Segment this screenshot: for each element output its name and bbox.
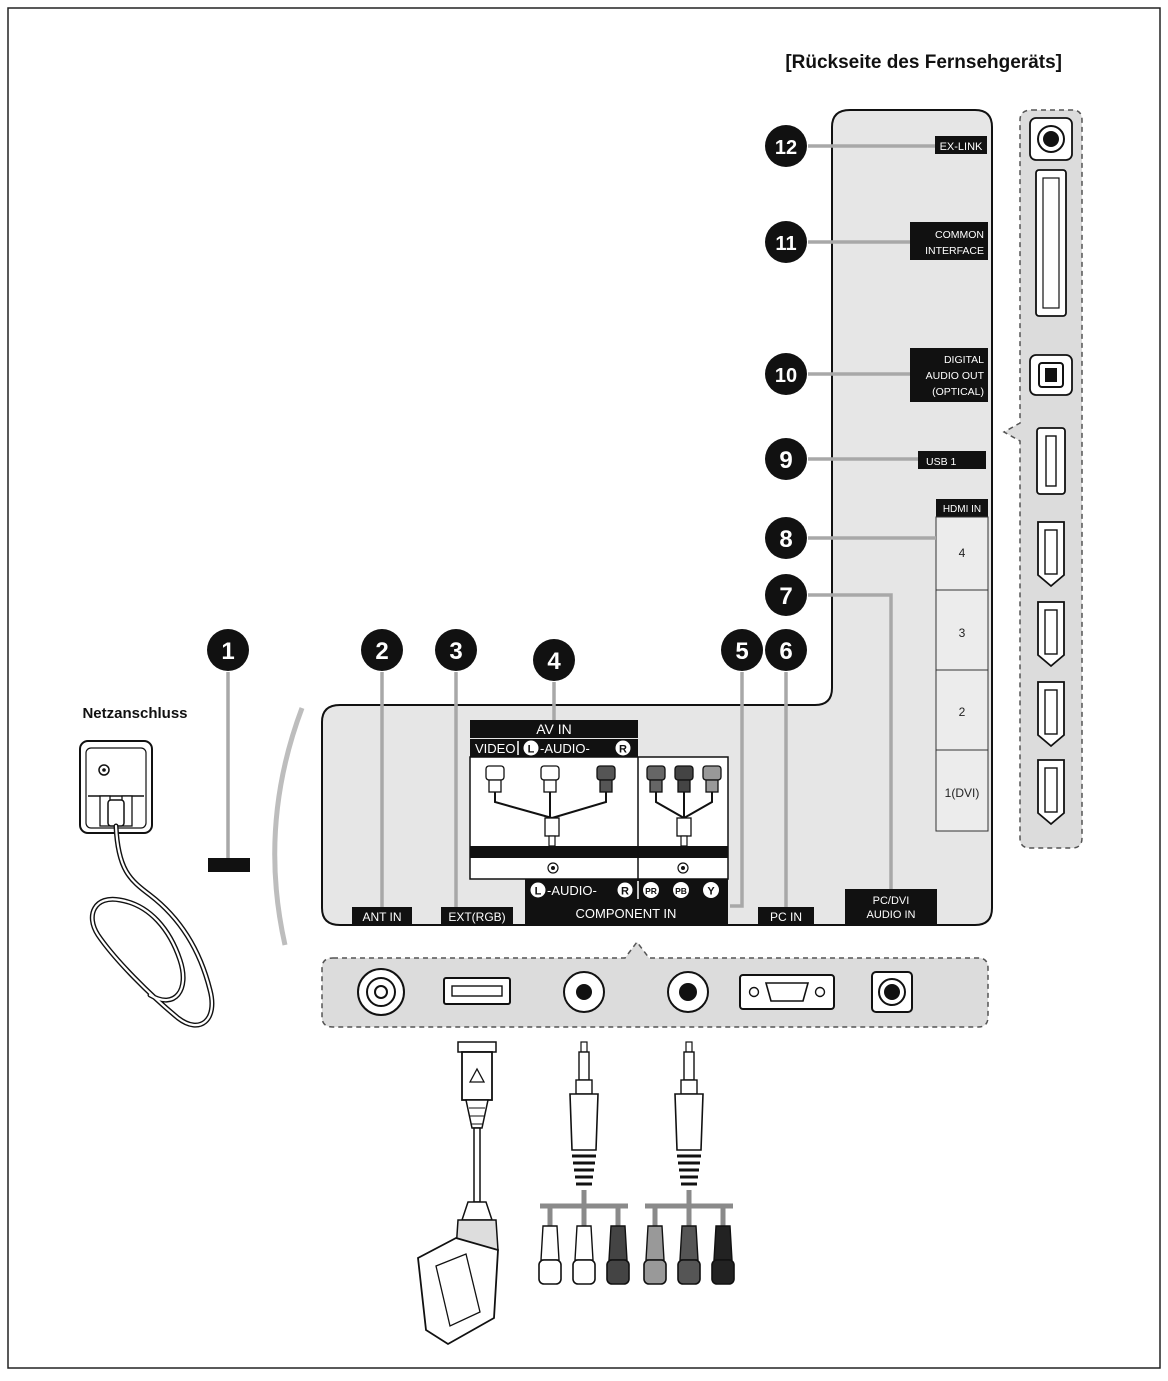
av-in-header-bg <box>470 720 638 738</box>
vga-port-icon <box>739 974 835 1010</box>
callout-8: 8 <box>765 517 807 559</box>
ant-in-label-bg <box>352 907 412 925</box>
usb-label: USB 1 <box>926 456 957 468</box>
callout-4-number: 4 <box>547 648 561 675</box>
ext-rgb-label: EXT(RGB) <box>448 910 505 924</box>
scart-cable-icon <box>417 1041 499 1346</box>
hdmi-header: HDMI IN <box>943 504 981 515</box>
hdmi-port-3-label: 3 <box>959 626 966 640</box>
common-interface-slot-icon <box>1035 169 1067 317</box>
digital-audio-label-line3: (OPTICAL) <box>932 386 984 398</box>
av-video-label: VIDEO <box>475 741 515 756</box>
callout-10: 10 <box>765 353 807 395</box>
hdmi-port-3-icon <box>1037 601 1065 668</box>
power-cord-marker <box>208 858 250 872</box>
callout-11: 11 <box>765 221 807 263</box>
common-interface-label-bg <box>910 222 988 260</box>
ex-link-label-bg <box>935 136 987 154</box>
ant-in-label: ANT IN <box>362 910 401 924</box>
callout-5-number: 5 <box>735 638 748 665</box>
pc-dvi-audio-label-line1: PC/DVI <box>873 895 910 907</box>
common-interface-label-line1: COMMON <box>935 229 984 241</box>
callout-8-number: 8 <box>779 526 792 553</box>
antenna-jack-icon <box>357 968 405 1016</box>
digital-audio-label-bg <box>910 348 988 402</box>
comp-pr-letter: PR <box>645 886 657 896</box>
hdmi-port-1-dvi-label: 1(DVI) <box>945 786 980 800</box>
component-in-label-bg <box>525 901 728 925</box>
hdmi-port-4-label: 4 <box>959 546 966 560</box>
callout-12-number: 12 <box>775 137 797 159</box>
av-in-header: AV IN <box>536 721 572 737</box>
callout-5: 5 <box>721 629 763 671</box>
callout-4: 4 <box>533 639 575 681</box>
callout-1-number: 1 <box>221 638 234 665</box>
callout-11-number: 11 <box>775 233 796 255</box>
power-label: Netzanschluss <box>82 705 187 722</box>
callout-1: 1 <box>207 629 249 671</box>
callout-9-number: 9 <box>779 447 792 474</box>
pc-in-label: PC IN <box>770 910 802 924</box>
power-socket-icon <box>79 740 153 834</box>
component-cable-icon <box>646 765 722 847</box>
audio-cable-2-icon <box>643 1041 735 1285</box>
audio-jack-1-icon <box>563 971 605 1013</box>
frame <box>7 7 1161 1369</box>
callout-10-number: 10 <box>775 365 797 387</box>
comp-y-letter: Y <box>707 886 715 898</box>
callout-3-number: 3 <box>449 638 462 665</box>
hdmi-port-group <box>935 516 989 832</box>
callout-2: 2 <box>361 629 403 671</box>
callout-6-number: 6 <box>779 638 792 665</box>
usb-label-bg <box>918 451 986 469</box>
hdmi-port-2-icon <box>1037 681 1065 748</box>
av-audio-label: -AUDIO- <box>540 741 590 756</box>
usb-port-icon <box>1036 427 1066 495</box>
pc-audio-jack-icon <box>871 971 913 1013</box>
comp-pb-letter: PB <box>675 886 687 896</box>
leader-lines <box>226 144 936 908</box>
callout-6: 6 <box>765 629 807 671</box>
audio-jack-2-icon <box>667 971 709 1013</box>
callout-3: 3 <box>435 629 477 671</box>
component-in-label: COMPONENT IN <box>576 906 677 921</box>
ex-link-label: EX-LINK <box>940 141 983 153</box>
optical-port-icon <box>1029 354 1073 396</box>
hdmi-port-2-label: 2 <box>959 705 966 719</box>
callout-9: 9 <box>765 438 807 480</box>
audio-cable-1-icon <box>538 1041 630 1285</box>
diagram-title: [Rückseite des Fernsehgeräts] <box>785 52 1062 73</box>
av-in-subheader-bg <box>470 739 638 757</box>
pc-dvi-audio-label-line2: AUDIO IN <box>867 909 916 921</box>
comp-audio-label: -AUDIO- <box>547 883 597 898</box>
common-interface-label-line2: INTERFACE <box>925 245 984 257</box>
power-cord-icon-inner <box>91 824 213 1027</box>
hdmi-header-bg <box>936 499 988 517</box>
callout-7: 7 <box>765 574 807 616</box>
av-r-letter: R <box>619 744 627 756</box>
scart-port-icon <box>443 977 511 1005</box>
callout-12: 12 <box>765 125 807 167</box>
pc-dvi-audio-label-bg <box>845 889 937 925</box>
ext-rgb-label-bg <box>441 907 513 925</box>
hdmi-port-1-icon <box>1037 759 1065 826</box>
hdmi-port-4-icon <box>1037 521 1065 588</box>
wall-contour <box>272 707 305 946</box>
av-l-letter: L <box>528 744 535 756</box>
av-in-cable-icon <box>485 765 616 847</box>
callout-2-number: 2 <box>375 638 388 665</box>
callout-7-number: 7 <box>779 583 792 610</box>
av-r-badge <box>615 740 631 756</box>
comp-l-letter: L <box>535 886 542 898</box>
digital-audio-label-line2: AUDIO OUT <box>926 370 985 382</box>
av-l-badge <box>523 740 539 756</box>
comp-r-letter: R <box>621 886 629 898</box>
ex-link-jack-icon <box>1029 117 1073 161</box>
digital-audio-label-line1: DIGITAL <box>944 354 984 366</box>
pc-in-label-bg <box>758 907 814 925</box>
